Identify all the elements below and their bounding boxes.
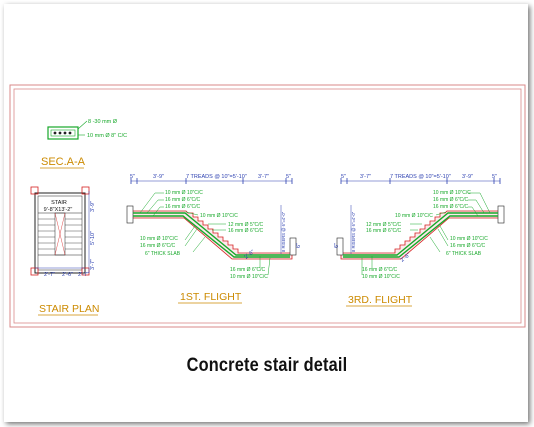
leaders	[361, 192, 491, 275]
plan-dim-bottom-mid: 2'-6"	[62, 272, 73, 278]
leader-line	[77, 120, 88, 130]
dim-treads: 7 TREADS @ 10"=5'-10"	[186, 174, 247, 180]
plan-treads	[38, 218, 82, 250]
plan-label-size: 9'-8"X13'-2"	[44, 207, 73, 213]
bottom-rebar	[133, 215, 290, 258]
third-flight: 5" 3'-7" 7 TREADS @ 10"=5'-10" 3'-9" 5" …	[334, 174, 505, 307]
rise-dim: 8 RISERS @ 6"=4'-0"	[351, 211, 356, 252]
rebar-note: 6" THICK SLAB	[446, 251, 482, 257]
plan-dim-mid-right: 5'-10"	[90, 231, 96, 245]
rebar-note: 16 mm Ø 6"C/C	[433, 197, 469, 203]
plan-well	[54, 212, 66, 256]
inner-border	[13, 88, 522, 324]
plan-dim-low-right: 3'-7"	[90, 259, 96, 270]
image-caption: Concrete stair detail	[186, 355, 348, 376]
rebar-note: 16 mm Ø 6"C/C	[366, 228, 402, 234]
rebar-note: 16 mm Ø 6"C/C	[165, 204, 201, 210]
section-bar-bottom: 10 mm Ø 8" C/C	[87, 133, 127, 139]
rebar-note: 12 mm Ø 5"C/C	[366, 222, 402, 228]
section-stirrup	[50, 129, 76, 137]
plan-label-name: STAIR	[51, 200, 67, 206]
rebar-note: 10 mm Ø 10"C/C	[140, 236, 178, 242]
support-wall	[126, 205, 134, 224]
rebar-note: 10 mm Ø 10"C/C	[165, 190, 203, 196]
rebar-note: 12 mm Ø 5"C/C	[228, 222, 264, 228]
outer-border	[9, 84, 526, 328]
rebar-note: 10 mm Ø 10"C/C	[362, 274, 400, 280]
rebar-note: 10 mm Ø 10"C/C	[433, 190, 471, 196]
rebar-note: 16 mm Ø 6"C/C	[165, 197, 201, 203]
support-wall	[289, 237, 297, 256]
section-a-a: 8 -30 mm Ø 10 mm Ø 8" C/C SEC.A-A	[40, 119, 127, 169]
top-rebar	[343, 212, 498, 256]
dim-landing-left: 3'-9"	[153, 174, 164, 180]
drawing-sheet: 8 -30 mm Ø 10 mm Ø 8" C/C SEC.A-A STAIR …	[4, 4, 528, 422]
rebar-note: 10 mm Ø 10"C/C	[200, 213, 238, 219]
side-dim: 6"	[296, 243, 302, 248]
rebar-note: 16 mm Ø 6"C/C	[228, 228, 264, 234]
plan-title: STAIR PLAN	[39, 303, 100, 315]
dim-landing-right: 3'-7"	[258, 174, 269, 180]
dim-treads: 7 TREADS @ 10"=5'-10"	[390, 174, 451, 180]
rebar-note: 10 mm Ø 10"C/C	[450, 236, 488, 242]
rebar-dot	[58, 131, 62, 135]
dim-edge-right: 5"	[492, 174, 497, 180]
plan-column	[81, 186, 90, 195]
dim-landing-right: 3'-9"	[462, 174, 473, 180]
plan-outer-wall	[34, 192, 86, 274]
dim-landing-left: 3'-7"	[360, 174, 371, 180]
first-flight: 5" 3'-9" 7 TREADS @ 10"=5'-10" 3'-7" 5" …	[126, 174, 302, 304]
plan-column	[30, 267, 39, 276]
rebar-note: 6" THICK SLAB	[145, 251, 181, 257]
rebar-note: 16 mm Ø 6"C/C	[433, 204, 469, 210]
plan-dim-bottom-right: 2'-7"	[78, 272, 89, 278]
well-cross	[54, 212, 66, 256]
top-rebar	[133, 212, 290, 256]
support-wall	[497, 205, 505, 224]
cad-drawing: 8 -30 mm Ø 10 mm Ø 8" C/C SEC.A-A STAIR …	[9, 84, 526, 328]
rebar-dot	[53, 131, 57, 135]
rebar-note: 10 mm Ø 10"C/C	[395, 213, 433, 219]
rebar-note: 16 mm Ø 6"C/C	[450, 243, 486, 249]
section-title: SEC.A-A	[41, 156, 86, 168]
rebar-note: 16 mm Ø 6"C/C	[230, 267, 266, 273]
rebar-note: 16 mm Ø 6"C/C	[362, 267, 398, 273]
slope-dim: 2'-6"	[244, 249, 256, 260]
rebar-dot	[68, 131, 72, 135]
bottom-rebar	[343, 215, 498, 258]
section-bar-top: 8 -30 mm Ø	[88, 119, 118, 125]
flight1-title: 1ST. FLIGHT	[180, 291, 242, 303]
plan-dim-top-right: 3'-9"	[90, 201, 96, 212]
support-wall	[336, 237, 344, 256]
flight3-title: 3RD. FLIGHT	[348, 294, 413, 306]
section-outline	[47, 126, 79, 140]
rebar-note: 10 mm Ø 10"C/C	[230, 274, 268, 280]
side-dim: 6"	[334, 243, 340, 248]
leaders	[139, 192, 271, 276]
dim-ticks	[130, 178, 293, 184]
plan-inner-wall	[37, 195, 83, 271]
plan-dim-bottom-left: 2'-7"	[44, 272, 55, 278]
rise-dim: 8 RISERS @ 6"=4'-0"	[281, 211, 286, 252]
rebar-note: 16 mm Ø 6"C/C	[140, 243, 176, 249]
dim-edge-right: 5"	[286, 174, 291, 180]
rebar-dot	[63, 131, 67, 135]
dim-edge-left: 5"	[130, 174, 135, 180]
dim-edge-left: 5"	[341, 174, 346, 180]
slope-dim: 2'-6"	[400, 252, 412, 263]
plan-column	[30, 186, 39, 195]
stair-plan: STAIR 9'-8"X13'-2" 3'-9" 5'-10" 3'-7" 2'…	[30, 186, 100, 316]
dim-ticks	[340, 178, 501, 184]
